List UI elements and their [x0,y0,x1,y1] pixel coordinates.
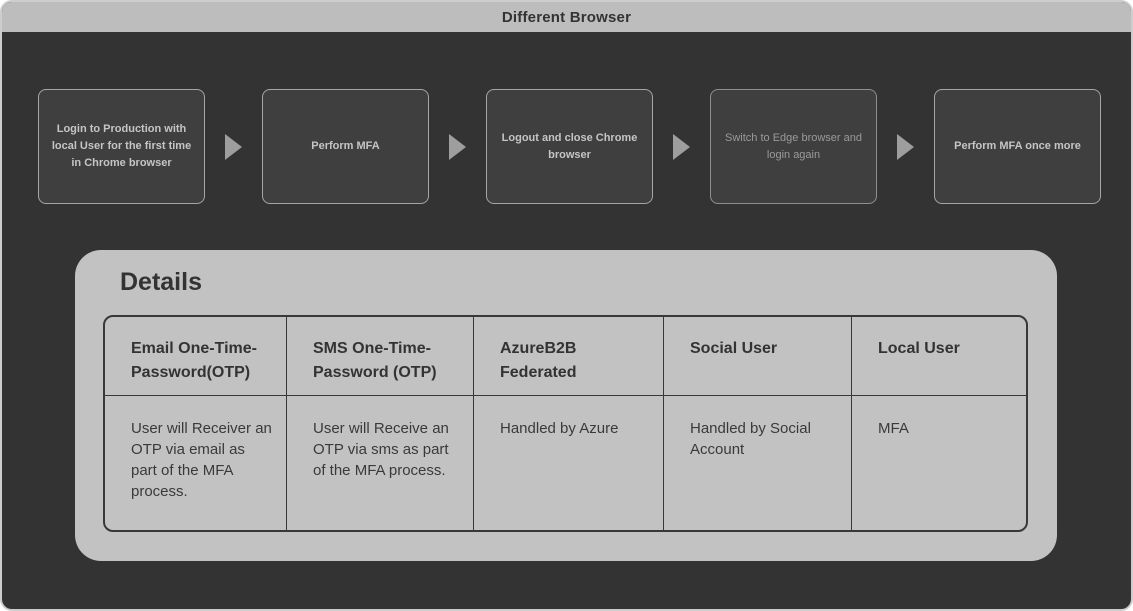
flow-step-label: Perform MFA [311,140,380,152]
arrow-right-icon [673,133,690,160]
flow-arrow [877,89,934,204]
flow-arrow [653,89,710,204]
flow-step-label: Perform MFA once more [954,140,1081,152]
table-cell-azureb2b: Handled by Azure [474,396,664,530]
arrow-right-icon [897,133,914,160]
flow-step-label: Switch to Edge browser and login again [725,131,862,161]
table-cell-email-otp: User will Receiver an OTP via email as p… [105,396,287,530]
flow-step-perform-mfa: Perform MFA [262,89,429,204]
flow-arrow [205,89,262,204]
arrow-right-icon [225,133,242,160]
table-cell-sms-otp: User will Receive an OTP via sms as part… [287,396,474,530]
table-cell-local-user: MFA [878,420,909,437]
title-bar: Different Browser [2,2,1131,32]
flow-step-login-production: Login to Production with local User for … [38,89,205,204]
flowchart: Login to Production with local User for … [2,89,1131,204]
details-table: Email One-Time-Password(OTP) SMS One-Tim… [103,315,1028,532]
flow-step-perform-mfa-again: Perform MFA once more [934,89,1101,204]
table-cell-social-user: Handled by Social Account [664,396,852,530]
column-header-local-user: Local User [852,317,1026,396]
flow-step-switch-edge: Switch to Edge browser and login again [710,89,877,204]
arrow-right-icon [449,133,466,160]
page-title: Different Browser [501,8,632,26]
details-panel: Details Email One-Time-Password(OTP) SMS… [75,250,1057,561]
details-heading: Details [120,268,202,296]
flow-step-logout-close: Logout and close Chrome browser [486,89,653,204]
flow-step-label: Logout and close Chrome browser [501,131,638,161]
column-header-social-user: Social User [664,317,852,396]
column-header-email-otp: Email One-Time-Password(OTP) [105,317,287,396]
column-header-azureb2b: AzureB2B Federated [474,317,664,396]
column-header-sms-otp: SMS One-Time-Password (OTP) [287,317,474,396]
flow-arrow [429,89,486,204]
flow-step-label: Login to Production with local User for … [51,123,192,169]
